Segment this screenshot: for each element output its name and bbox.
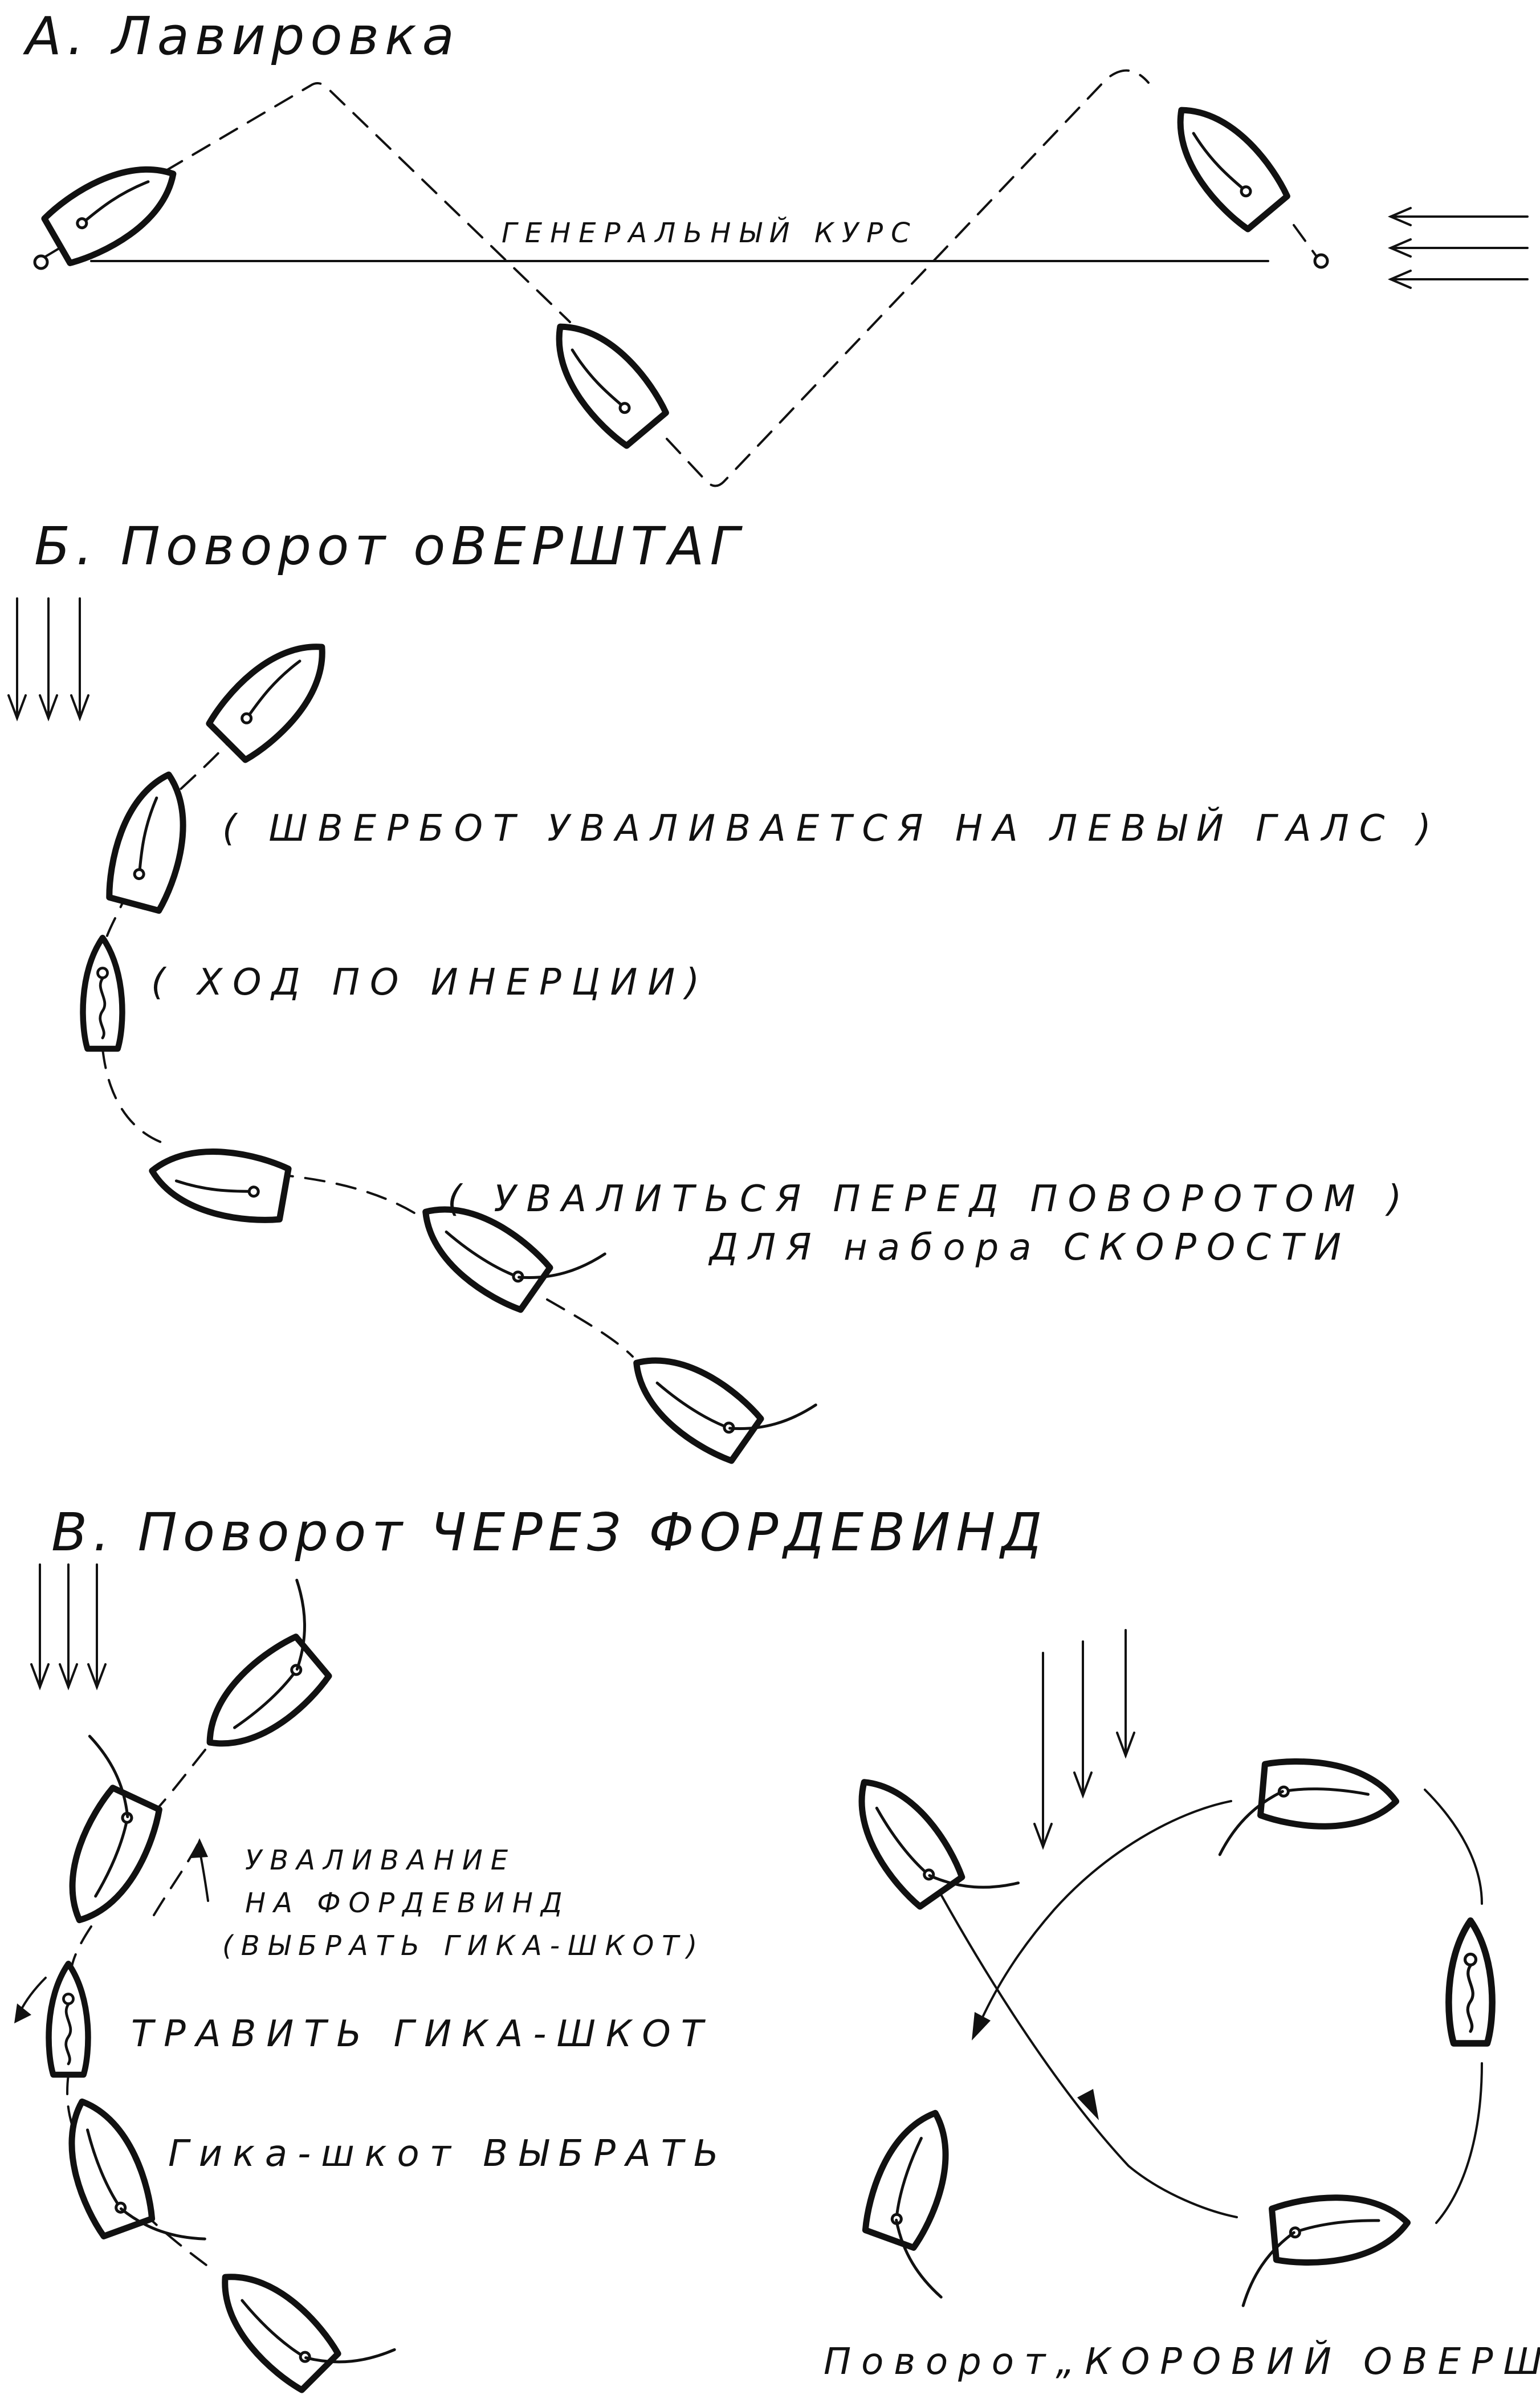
boat-b-2 <box>103 767 199 913</box>
figure8-path-diagonal <box>911 1840 1238 2218</box>
note-ease-boom-sheet: ТРАВИТЬ ГИКА-ШКОТ <box>131 2013 714 2055</box>
section-c-gybe: В. Поворот ЧЕРЕЗ ФОРДЕВИНД УВАЛИВАНИЕ НА… <box>14 1502 1540 2399</box>
boat-b-luffing <box>83 938 123 1049</box>
gybe-path <box>66 1749 212 2270</box>
section-b-tacking-turn: Б. Поворот оВЕРШТАГ ( ШВЕРБОТ УВАЛИВАЕТС… <box>7 516 1441 1487</box>
boat-c8-1 <box>838 1743 1018 1941</box>
boat-c-1 <box>166 1580 361 1767</box>
note-bear-away-line-3: (ВЫБРАТЬ ГИКА-ШКОТ) <box>222 1930 705 1962</box>
wind-arrows-b <box>7 597 89 722</box>
boat-c-2 <box>18 1736 181 1933</box>
boat-a-3 <box>1157 89 1292 233</box>
section-c-title: В. Поворот ЧЕРЕЗ ФОРДЕВИНД <box>51 1502 1048 1563</box>
boat-c8-3 <box>1235 2191 1413 2306</box>
boat-b-1 <box>205 625 344 764</box>
note-bear-away-before-turn: ( УВАЛИТЬСЯ ПЕРЕД ПОВОРОТОМ ) <box>447 1178 1412 1220</box>
note-bear-away-line-2: НА ФОРДЕВИНД <box>245 1887 571 1919</box>
boat-b-5 <box>618 1307 816 1487</box>
boom-release-arrow <box>19 1977 47 2013</box>
figure8-path-right <box>1424 1789 1483 2224</box>
wind-arrows-c-left <box>30 1563 107 1691</box>
boat-c-3 <box>52 2078 205 2273</box>
boat-b-3 <box>146 1139 290 1225</box>
section-a-title: А. Лавировка <box>23 6 460 67</box>
figure8-caption: Поворот„КОРОВИЙ ОВЕРШТАГ“ <box>824 2340 1540 2383</box>
boat-c-4 <box>203 2229 394 2399</box>
wind-arrows-c-right <box>1033 1629 1135 1850</box>
section-a-tacking: А. Лавировка ГЕНЕРАЛЬНЫЙ КУРС <box>23 6 1529 487</box>
boat-c8-2 <box>1220 1755 1399 1869</box>
general-course-label: ГЕНЕРАЛЬНЫЙ КУРС <box>502 217 918 249</box>
note-pull-boom-sheet: Гика-шкот ВЫБРАТЬ <box>168 2133 729 2175</box>
note-dinghy-bears-away: ( ШВЕРБОТ УВАЛИВАЕТСЯ НА ЛЕВЫЙ ГАЛС ) <box>222 807 1441 850</box>
boat-c8-4 <box>847 2102 1000 2297</box>
section-b-title: Б. Поворот оВЕРШТАГ <box>34 516 745 577</box>
note-bear-away-line-1: УВАЛИВАНИЕ <box>245 1844 516 1876</box>
tacking-path <box>44 69 1318 487</box>
finish-buoy <box>1313 253 1329 269</box>
boat-c8-luffing <box>1449 1921 1492 2043</box>
figure8-path-upper <box>973 1800 1232 2036</box>
boat-a-1 <box>41 146 189 268</box>
boat-c-luffing <box>49 1964 88 2075</box>
boat-a-2 <box>536 306 671 450</box>
start-buoy <box>33 254 49 270</box>
tack-path-lower <box>272 1173 634 1358</box>
note-inertia: ( ХОД ПО ИНЕРЦИИ) <box>151 962 710 1004</box>
note-to-gain-speed: ДЛЯ набора СКОРОСТИ <box>708 1227 1351 1269</box>
wind-arrows-a <box>1387 207 1529 289</box>
